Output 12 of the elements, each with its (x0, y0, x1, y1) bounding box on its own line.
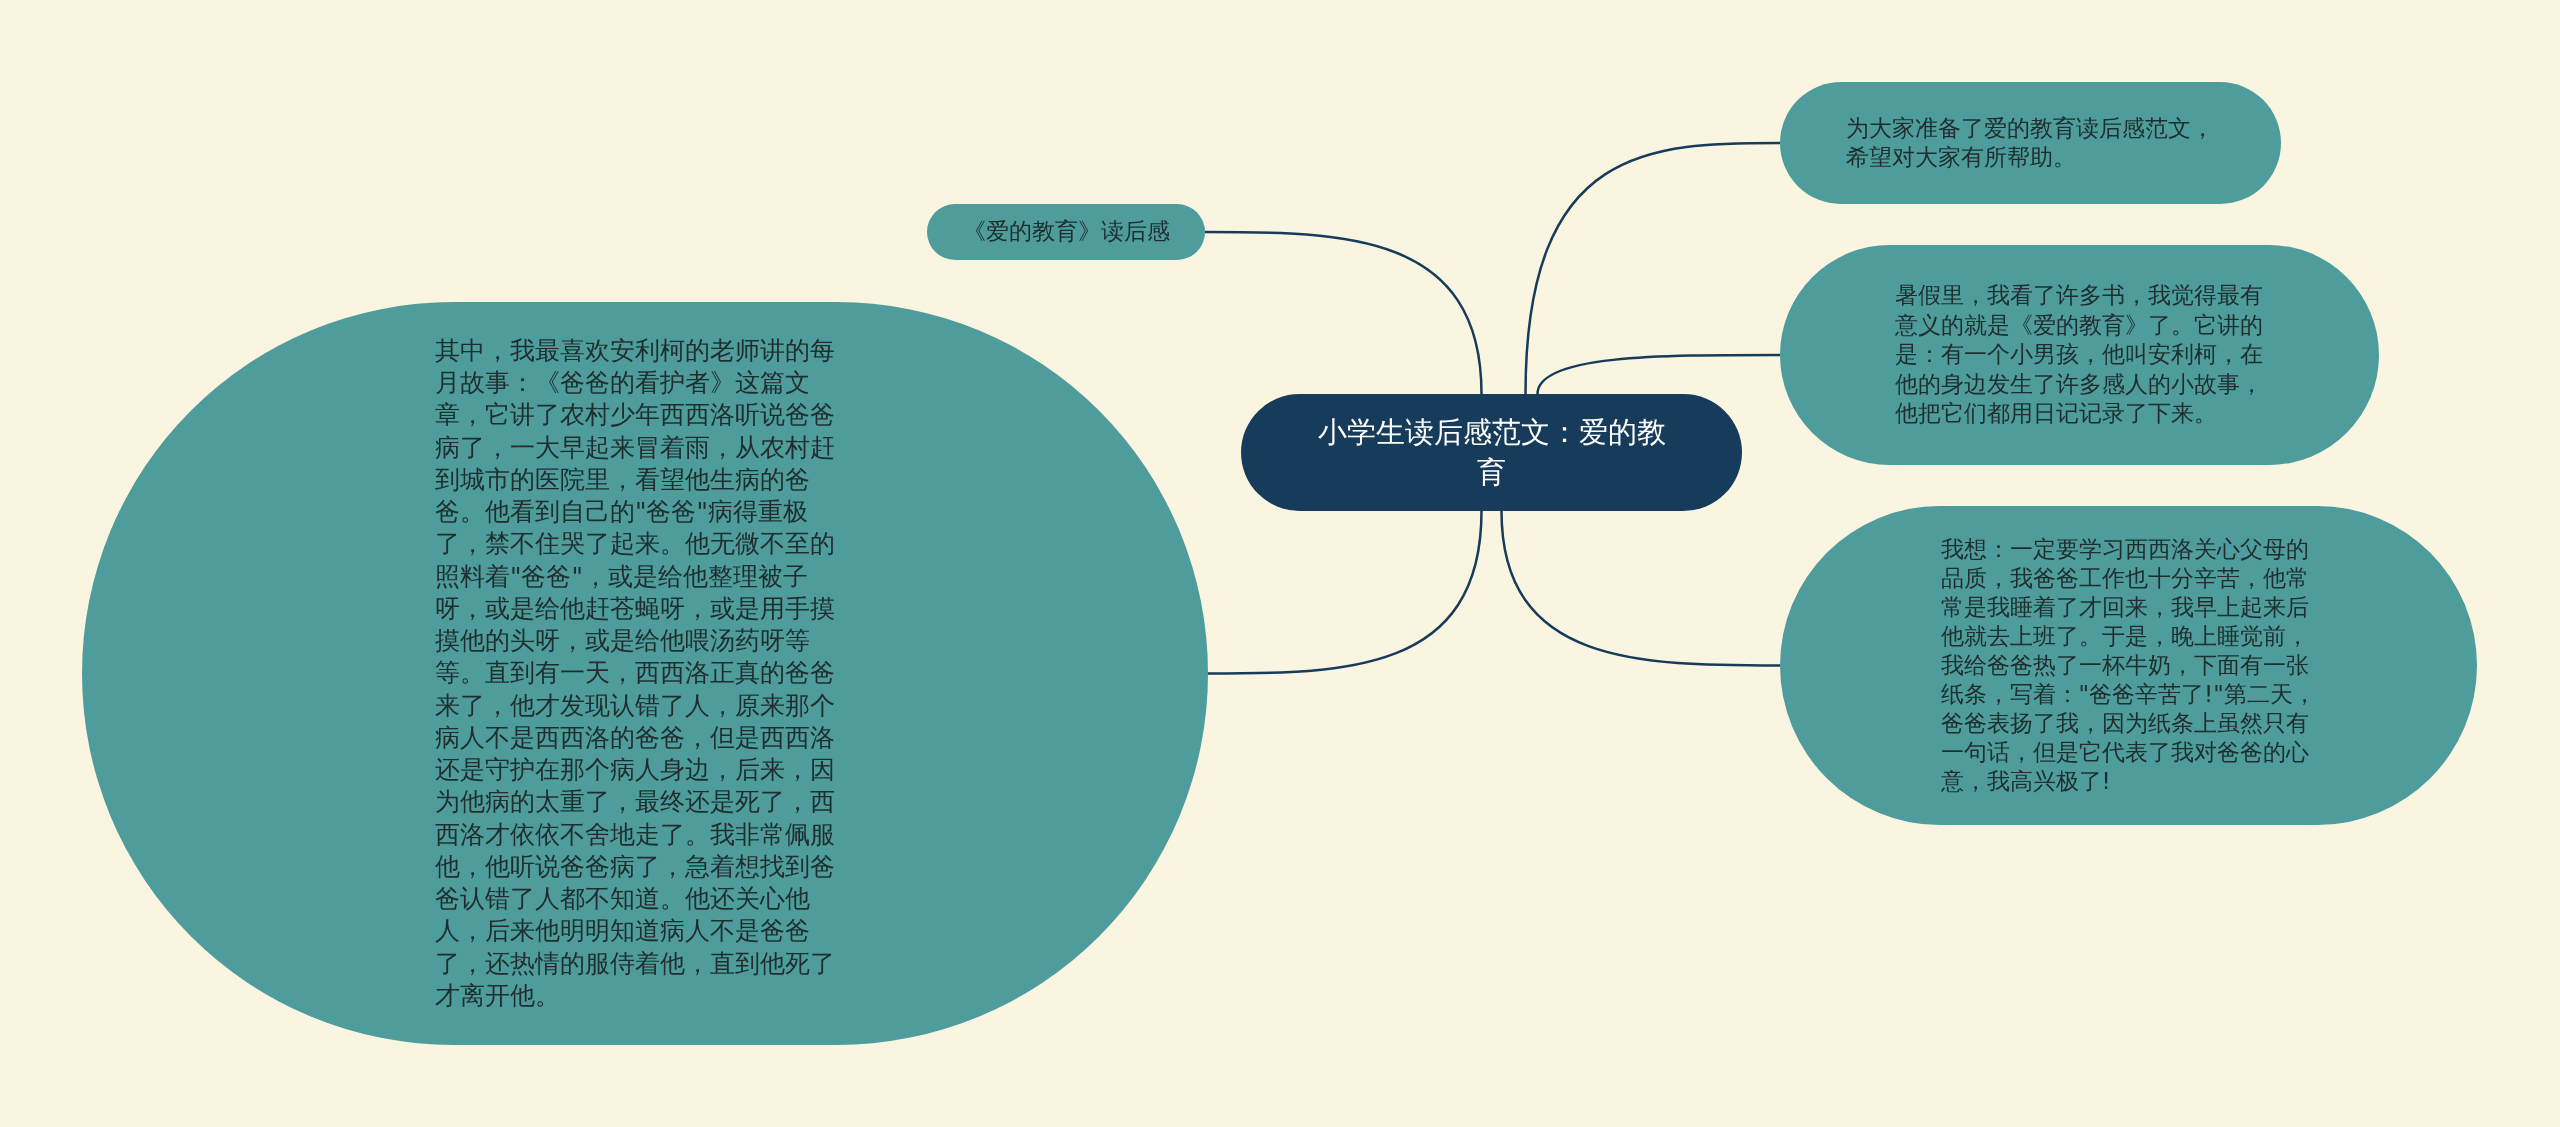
topic-node (927, 204, 1205, 260)
connector-line (1524, 141, 1780, 395)
node-text: 《爱的教育》读后感 (961, 218, 1171, 246)
connector-line (1536, 353, 1780, 395)
connector-line (1500, 510, 1780, 667)
node-text: 暑假里，我看了许多书，我觉得最有意义的就是《爱的教育》了。它讲的是：有一个小男孩，他叫安利柯，在他的身边发生了许多感人的小故事，他把它们都用日记记录了下来。 (1894, 281, 2264, 429)
connector-line (1205, 230, 1483, 395)
node-text: 我想：一定要学习西西洛关心父母的品质，我爸爸工作也十分辛苦，他常常是我睡着了才回来，我早上起来后他就去上班了。于是，晚上睡觉前，我给爸爸热了一杯牛奶，下面有一张纸条，写着："爸爸辛苦了!"第二天，爸爸表扬了我，因为纸条上虽然只有一句话，但是它代表了我对爸爸的心意，我高兴极了! (1940, 535, 2317, 796)
node-text: 为大家准备了爱的教育读后感范文，希望对大家有所帮助。 (1845, 113, 2215, 172)
node-text: 其中，我最喜欢安利柯的老师讲的每月故事：《爸爸的看护者》这篇文章，它讲了农村少年西西洛听说爸爸病了，一大早起来冒着雨，从农村赶到城市的医院里，看望他生病的爸爸。他看到自己的"爸爸"病得重极了，禁不住哭了起来。他无微不至的照料着"爸爸"，或是给他整理被子呀，或是给他赶苍蝇呀，或是用手摸摸他的头呀，或是给他喂汤药呀等等。直到有一天，西西洛正真的爸爸来了，他才发现认错了人，原来那个病人不是西西洛的爸爸，但是西西洛还是守护在那个病人身边，后来，因为他病的太重了，最终还是死了，西西洛才依依不舍地走了。我非常佩服他，他听说爸爸病了，急着想找到爸爸认错了人都不知道。他还关心他人，后来他明明知道病人不是爸爸了，还热情的服侍着他，直到他死了才离开他。 (435, 334, 836, 1012)
connector-line (1208, 510, 1483, 675)
node-text: 小学生读后感范文：爱的教育 (1316, 414, 1667, 491)
